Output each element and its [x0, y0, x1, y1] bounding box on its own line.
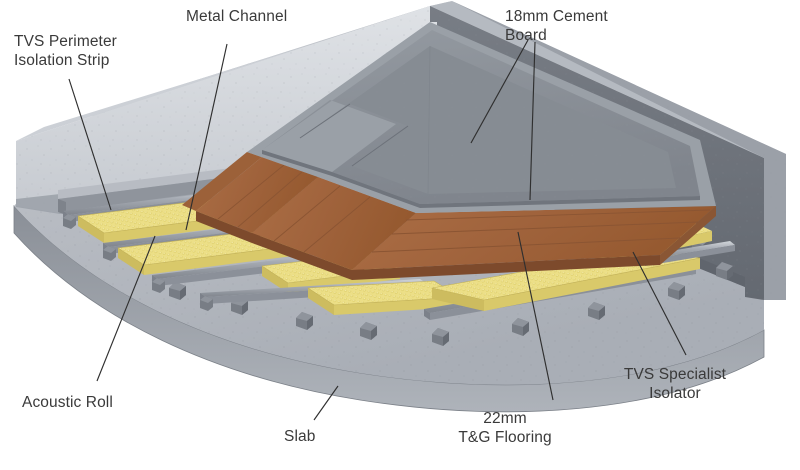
acoustic-roll-side-edge — [334, 297, 460, 315]
tg-flooring-stub-top — [182, 152, 262, 211]
isolator — [152, 278, 165, 293]
cement-board-inner-plate-texture — [300, 46, 676, 194]
tg-flooring-group — [182, 152, 716, 280]
leader-acoustic-roll — [96, 235, 156, 382]
label-tg-flooring: 22mm T&G Flooring — [458, 410, 552, 446]
isolator — [63, 214, 76, 229]
cement-board-seam — [351, 125, 409, 167]
acoustic-roll-side-edge — [484, 258, 700, 311]
label-acoustic-roll: Acoustic Roll — [22, 394, 113, 411]
tg-flooring-run-mid-edge — [252, 233, 352, 280]
tg-plank-seam — [273, 185, 341, 242]
isolator — [360, 322, 377, 340]
acoustic-roll-front-edge — [432, 288, 484, 311]
metal-channel-face — [424, 309, 430, 320]
tg-flooring-run-right-edge — [352, 255, 660, 280]
leader-isolator — [632, 251, 687, 356]
tg-flooring-run-left-top — [196, 157, 318, 233]
tg-plank-seam — [405, 209, 711, 221]
leader-tg-flooring — [517, 231, 554, 401]
cement-board-group — [247, 22, 716, 213]
isolator — [296, 312, 313, 330]
isolator — [716, 262, 733, 280]
acoustic-roll-top — [308, 281, 460, 305]
tg-plank-seam — [303, 196, 371, 253]
label-metal-channel: Metal Channel — [186, 8, 288, 25]
cement-board-step-edge — [262, 150, 332, 176]
isolator — [512, 318, 529, 336]
leader-slab — [313, 385, 339, 421]
isolator — [588, 302, 605, 320]
leader-cement-board-b — [529, 41, 536, 201]
acoustic-roll-front-edge — [308, 288, 334, 315]
leader-metal-channel — [185, 43, 228, 231]
label-slab: Slab — [284, 428, 316, 445]
tg-plank-seam — [391, 221, 699, 235]
acoustic-roll-front-edge — [78, 216, 104, 243]
label-tvs-perimeter-isolation-strip: TVS Perimeter Isolation Strip — [14, 33, 117, 69]
metal-channel-side — [645, 245, 735, 266]
tg-flooring-run-right-side — [660, 206, 716, 265]
tg-flooring-run-left-edge — [196, 211, 252, 243]
tg-plank-seam — [217, 164, 285, 220]
isolator — [103, 246, 116, 261]
cement-board-seam — [427, 45, 431, 195]
cement-board-seam — [299, 103, 351, 139]
tg-plank-seam — [371, 237, 681, 253]
acoustic-roll-front-edge — [118, 248, 144, 275]
cement-board-edge-thickness — [332, 172, 700, 208]
leader-perimeter-strip — [68, 78, 112, 211]
isolator — [169, 282, 186, 300]
tg-flooring-run-mid-top — [252, 177, 416, 270]
tg-flooring-run-right-top — [352, 206, 716, 270]
tg-plank-seam — [237, 171, 303, 228]
floor-bay — [200, 279, 461, 315]
leader-cement-board-a — [470, 39, 529, 144]
isolator — [668, 282, 685, 300]
isolator — [432, 328, 449, 346]
acoustic-roll — [307, 280, 461, 315]
label-tvs-specialist-isolator: TVS Specialist Isolator — [623, 366, 727, 402]
isolator — [200, 296, 213, 311]
acoustic-roll-front-edge — [262, 266, 288, 293]
label-cement-board: 18mm Cement Board — [505, 8, 608, 44]
leader-lines — [68, 39, 687, 421]
